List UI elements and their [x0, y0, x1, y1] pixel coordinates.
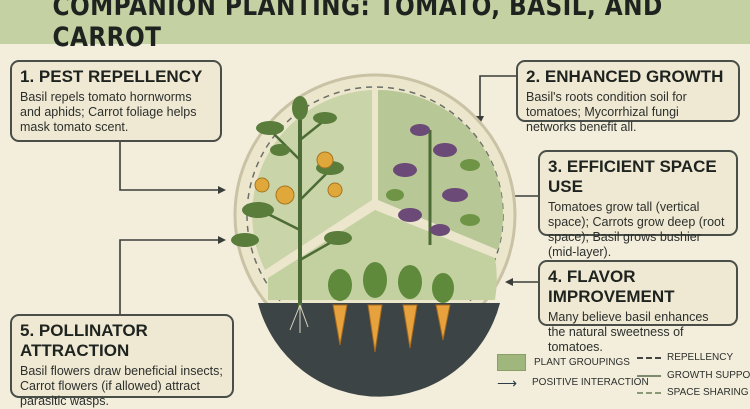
box-text: Basil flowers draw beneficial insects; C…: [20, 364, 223, 408]
box-enhanced-growth: 2. ENHANCED GROWTH Basil's roots conditi…: [516, 60, 740, 134]
tomato-plant: [231, 96, 352, 310]
legend-label: REPELLENCY: [667, 352, 734, 363]
basil-plant: [386, 124, 480, 245]
box-pest-repellency: 1. PEST REPELLENCY Basil repels tomato h…: [10, 60, 222, 142]
box-flavor-improvement: 4. FLAVOR IMPROVEMENT Many believe basil…: [538, 260, 738, 354]
legend-plant-groupings: PLANT GROUPINGS: [497, 354, 630, 371]
box-text: Tomatoes grow tall (vertical space); Car…: [548, 200, 725, 259]
arrow-enhanced-growth: [479, 75, 518, 118]
legend: PLANT GROUPINGS ⟶ POSITIVE INTERACTION R…: [497, 350, 750, 409]
box-heading: 4. FLAVOR IMPROVEMENT: [548, 267, 675, 306]
box-text: Basil repels tomato hornworms and aphids…: [20, 90, 197, 134]
box-text: Many believe basil enhances the natural …: [548, 310, 709, 354]
legend-space-sharing: SPACE SHARING: [637, 387, 749, 398]
arrow-pollinator-attraction: [119, 239, 220, 316]
box-heading: 1. PEST REPELLENCY: [20, 67, 203, 86]
legend-positive-interaction: ⟶ POSITIVE INTERACTION: [497, 374, 649, 391]
legend-growth-support: GROWTH SUPPORT: [637, 370, 750, 381]
box-text: Basil's roots condition soil for tomatoe…: [526, 90, 687, 134]
plant-grouping-swatch: [497, 354, 526, 371]
legend-label: SPACE SHARING: [667, 387, 749, 398]
box-efficient-space-use: 3. EFFICIENT SPACE USE Tomatoes grow tal…: [538, 150, 738, 259]
box-heading: 3. EFFICIENT SPACE USE: [548, 157, 717, 196]
positive-interaction-arrows: [119, 75, 540, 316]
arrow-pest-repellency: [119, 140, 220, 191]
carrots: [289, 262, 454, 353]
box-heading: 2. ENHANCED GROWTH: [526, 67, 724, 86]
legend-label: PLANT GROUPINGS: [534, 357, 630, 368]
dashed-line-icon: [637, 356, 661, 359]
tomato-group: [252, 90, 372, 270]
soil: [258, 303, 500, 397]
legend-label: POSITIVE INTERACTION: [532, 377, 649, 388]
box-pollinator-attraction: 5. POLLINATOR ATTRACTION Basil flowers d…: [10, 314, 234, 408]
legend-label: GROWTH SUPPORT: [667, 370, 750, 381]
page-title: COMPANION PLANTING: TOMATO, BASIL, AND C…: [52, 0, 663, 53]
title-band: COMPANION PLANTING: TOMATO, BASIL, AND C…: [0, 0, 750, 53]
arrow-icon: ⟶: [497, 374, 518, 391]
box-heading: 5. POLLINATOR ATTRACTION: [20, 321, 148, 360]
dashed-line-icon: [637, 391, 661, 394]
solid-line-icon: [637, 374, 661, 377]
legend-repellency: REPELLENCY: [637, 352, 733, 363]
